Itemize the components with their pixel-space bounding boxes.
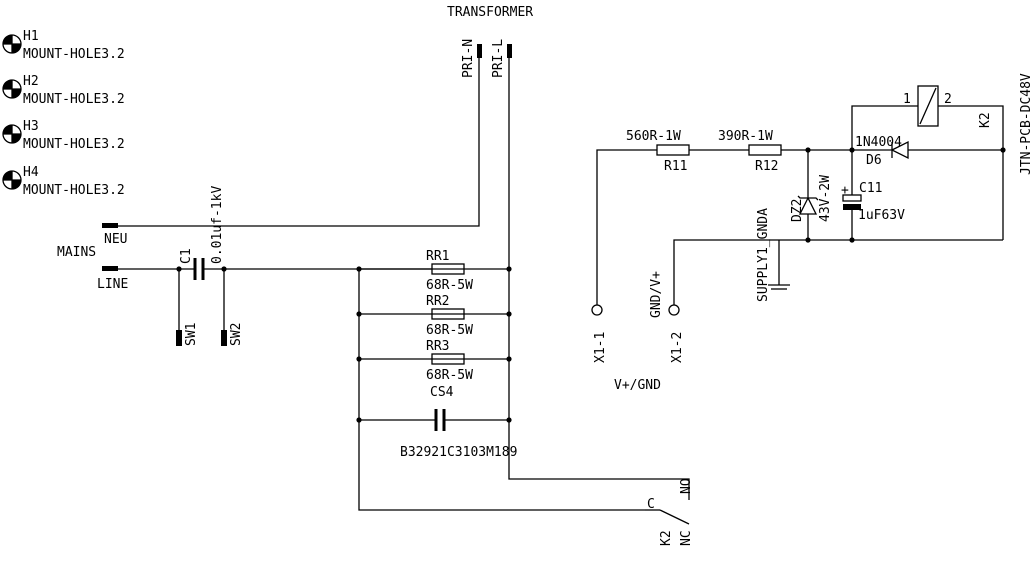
mount-hole-h1: H1 MOUNT-HOLE3.2 [2,29,125,62]
k2-part: JTN-PCB-DC48V [1019,73,1034,175]
x1-2-label: X1-2 [670,332,685,363]
relay-coil-k2: 1 2 K2 JTN-PCB-DC48V [851,73,1034,240]
zener-dz2: DZ2 43V-2W [790,150,833,240]
line-pin [102,266,118,271]
sw2-pad [221,330,227,346]
c11-value: 1uF63V [858,208,905,223]
resistor-r12: 390R-1W R12 [718,129,782,174]
c1-ref: C1 [179,248,194,264]
x1-1-terminal[interactable] [591,304,603,316]
diode-d6: 1N4004 D6 [855,135,1003,168]
supply-net-label: SUPPLY1_GNDA [756,208,771,302]
k2-no-label: NO [679,478,694,494]
mount-hole-h3: H3 MOUNT-HOLE3.2 [2,119,125,152]
transformer-title: TRANSFORMER [447,5,533,20]
junction-dot [1000,147,1006,153]
wire-neutral [118,58,480,227]
junction-dot [506,266,512,272]
x1-2-terminal[interactable] [668,304,680,316]
c11-ref: C11 [859,181,882,196]
c11-polarity: + [841,183,849,198]
d6-value: 1N4004 [855,135,902,150]
pri-n-label: PRI-N [461,39,476,78]
junction-dot [805,237,811,243]
line-label: LINE [97,277,128,292]
cs4-ref: CS4 [430,385,454,400]
rr1-value: 68R-5W [426,278,473,293]
neu-pin [102,223,118,228]
junction-dot [849,237,855,243]
junction-dot [356,311,362,317]
k2-c-label: C [647,497,655,512]
k2-pin2: 2 [944,92,952,107]
wire-x1-1 [596,149,657,305]
wire-ground-rail [673,239,1003,305]
junction-dot [356,356,362,362]
wire-left-bus [358,269,645,511]
mount-hole-ref: H3 [23,119,39,134]
dz2-ref: DZ2 [790,199,805,222]
x1-caption: V+/GND [614,378,661,393]
x1-1-label: X1-1 [593,332,608,363]
junction-dot [176,266,182,272]
mount-hole-h2: H2 MOUNT-HOLE3.2 [2,74,125,107]
k2-nc-label: NC [679,530,694,546]
r12-value: 390R-1W [718,129,773,144]
mount-hole-ref: H4 [23,165,39,180]
mount-hole-h4: H4 MOUNT-HOLE3.2 [2,165,125,198]
junction-dot [356,417,362,423]
rr2-ref: RR2 [426,294,449,309]
junction-dot [506,417,512,423]
sw2-label: SW2 [229,323,244,346]
k2-coil-ref: K2 [978,112,993,128]
k2-contact-ref: K2 [659,530,674,546]
mount-hole-ref: H2 [23,74,39,89]
capacitor-c11: + C11 1uF63V [841,150,905,240]
rr3-value: 68R-5W [426,368,473,383]
resistor-r11: 560R-1W R11 [626,129,690,174]
pri-l-label: PRI-L [491,39,506,78]
rr1-ref: RR1 [426,249,449,264]
mount-hole-ref: H1 [23,29,39,44]
mains-label: MAINS [57,245,96,260]
dz2-value: 43V-2W [818,175,833,222]
junction-dot [805,147,811,153]
mount-hole-value: MOUNT-HOLE3.2 [23,92,125,107]
rr3-ref: RR3 [426,339,449,354]
r11-ref: R11 [664,159,687,174]
mount-hole-value: MOUNT-HOLE3.2 [23,183,125,198]
r12-ref: R12 [755,159,778,174]
neu-label: NEU [104,232,127,247]
junction-dot [506,311,512,317]
relay-contact-k2: C NO NC K2 [645,478,694,546]
mount-hole-value: MOUNT-HOLE3.2 [23,137,125,152]
d6-ref: D6 [866,153,882,168]
cs4-value: B32921C3103M189 [400,445,517,460]
resistor-rr2: RR2 68R-5W [359,294,509,338]
rr2-value: 68R-5W [426,323,473,338]
c1-value: 0.01uf-1kV [210,186,225,264]
capacitor-c1: C1 0.01uf-1kV [179,186,225,280]
junction-dot [506,356,512,362]
r11-value: 560R-1W [626,129,681,144]
sw1-pad [176,330,182,346]
k2-pin1: 1 [903,92,911,107]
junction-dot [849,147,855,153]
transformer-pri-l-pin: PRI-L [491,39,512,78]
x1-2-net: GND/V+ [649,271,664,318]
resistor-rr3: RR3 68R-5W [359,339,509,383]
transformer-pri-n-pin: PRI-N [461,39,482,78]
ground-symbol: SUPPLY1_GNDA [756,208,790,302]
sw1-label: SW1 [184,323,199,346]
junction-dot [221,266,227,272]
capacitor-cs4: CS4 B32921C3103M189 [359,385,517,460]
resistor-rr1: RR1 68R-5W [359,249,473,293]
junction-dot [356,266,362,272]
mount-hole-value: MOUNT-HOLE3.2 [23,47,125,62]
